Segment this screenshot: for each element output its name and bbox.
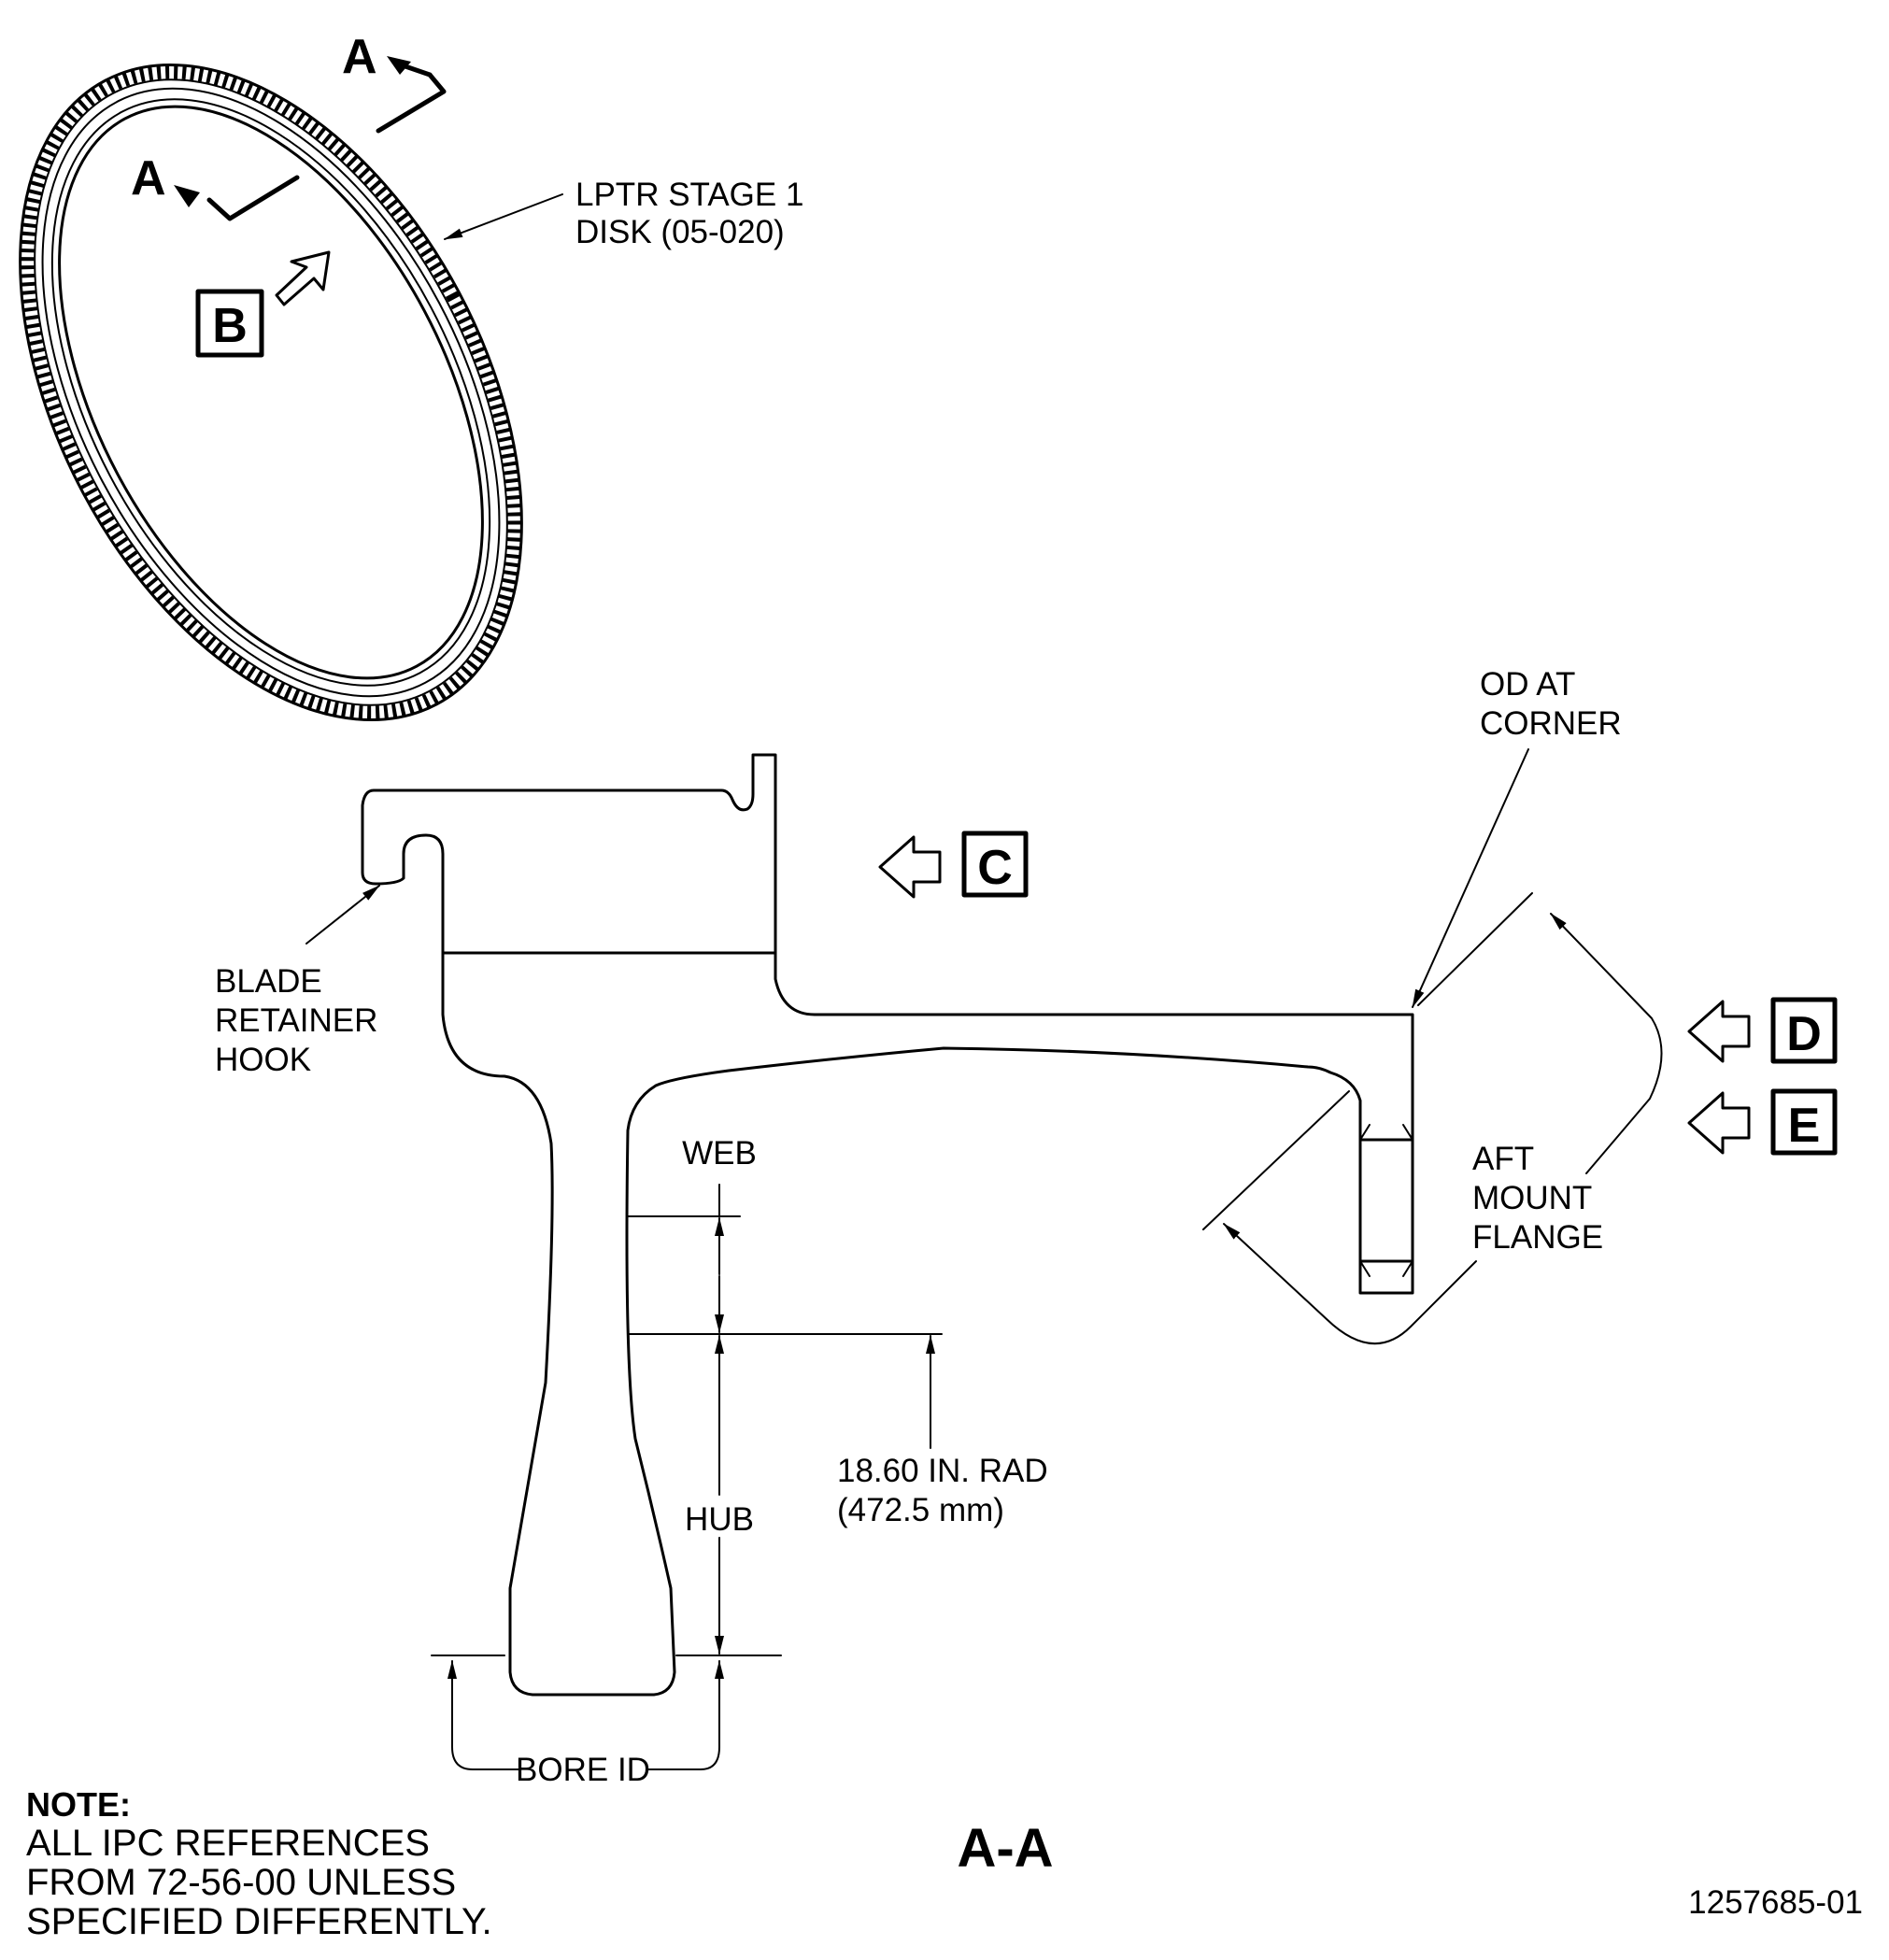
aft-flange-label-line3: FLANGE	[1472, 1219, 1603, 1256]
od-corner-label-line2: CORNER	[1480, 705, 1622, 742]
aft-flange-label-line2: MOUNT	[1472, 1180, 1592, 1216]
note-line1: ALL IPC REFERENCES	[26, 1823, 430, 1864]
view-letter-e: E	[1788, 1099, 1821, 1153]
aft-flange-label-line1: AFT	[1472, 1141, 1534, 1177]
hub-label: HUB	[685, 1501, 754, 1538]
view-b-indicator: B	[195, 250, 331, 358]
blade-hook-leader	[305, 885, 380, 944]
section-letter-upper: A	[342, 30, 377, 84]
part-label-line1: LPTR STAGE 1	[575, 177, 803, 213]
section-title: A-A	[957, 1818, 1053, 1879]
view-d-indicator: D	[1687, 997, 1838, 1064]
section-a-a-profile	[361, 753, 1414, 1697]
view-c-indicator: C	[878, 831, 1029, 899]
section-cut-marker-lower: A	[131, 151, 300, 221]
radius-label-line2: (472.5 mm)	[837, 1492, 1004, 1528]
view-letter-d: D	[1786, 1007, 1822, 1061]
radius-label-line1: 18.60 IN. RAD	[837, 1453, 1048, 1489]
section-letter-lower: A	[131, 151, 166, 206]
note-line3: SPECIFIED DIFFERENTLY.	[26, 1901, 492, 1942]
web-label: WEB	[682, 1135, 757, 1172]
blade-hook-label-line3: HOOK	[215, 1042, 311, 1078]
view-letter-c: C	[977, 841, 1013, 895]
note-title: NOTE:	[26, 1785, 131, 1824]
od-corner-label-line1: OD AT	[1480, 666, 1575, 703]
section-cut-marker-upper: A	[342, 30, 447, 134]
view-letter-b: B	[212, 299, 248, 353]
bore-id-dimension: BORE ID	[431, 1655, 724, 1788]
disk-isometric-view	[19, 64, 523, 721]
od-corner-leader	[1412, 748, 1529, 1008]
view-e-indicator: E	[1687, 1088, 1838, 1156]
web-hub-dimension: WEB HUB	[627, 1135, 943, 1656]
blade-hook-label-line1: BLADE	[215, 963, 322, 1000]
note-line2: FROM 72-56-00 UNLESS	[26, 1862, 456, 1903]
part-leader	[444, 193, 563, 240]
figure-number: 1257685-01	[1688, 1884, 1863, 1921]
part-label-line2: DISK (05-020)	[575, 214, 785, 250]
bore-id-label: BORE ID	[516, 1752, 650, 1788]
blade-hook-label-line2: RETAINER	[215, 1002, 377, 1039]
flange-dimension: AFT MOUNT FLANGE	[1202, 892, 1663, 1345]
